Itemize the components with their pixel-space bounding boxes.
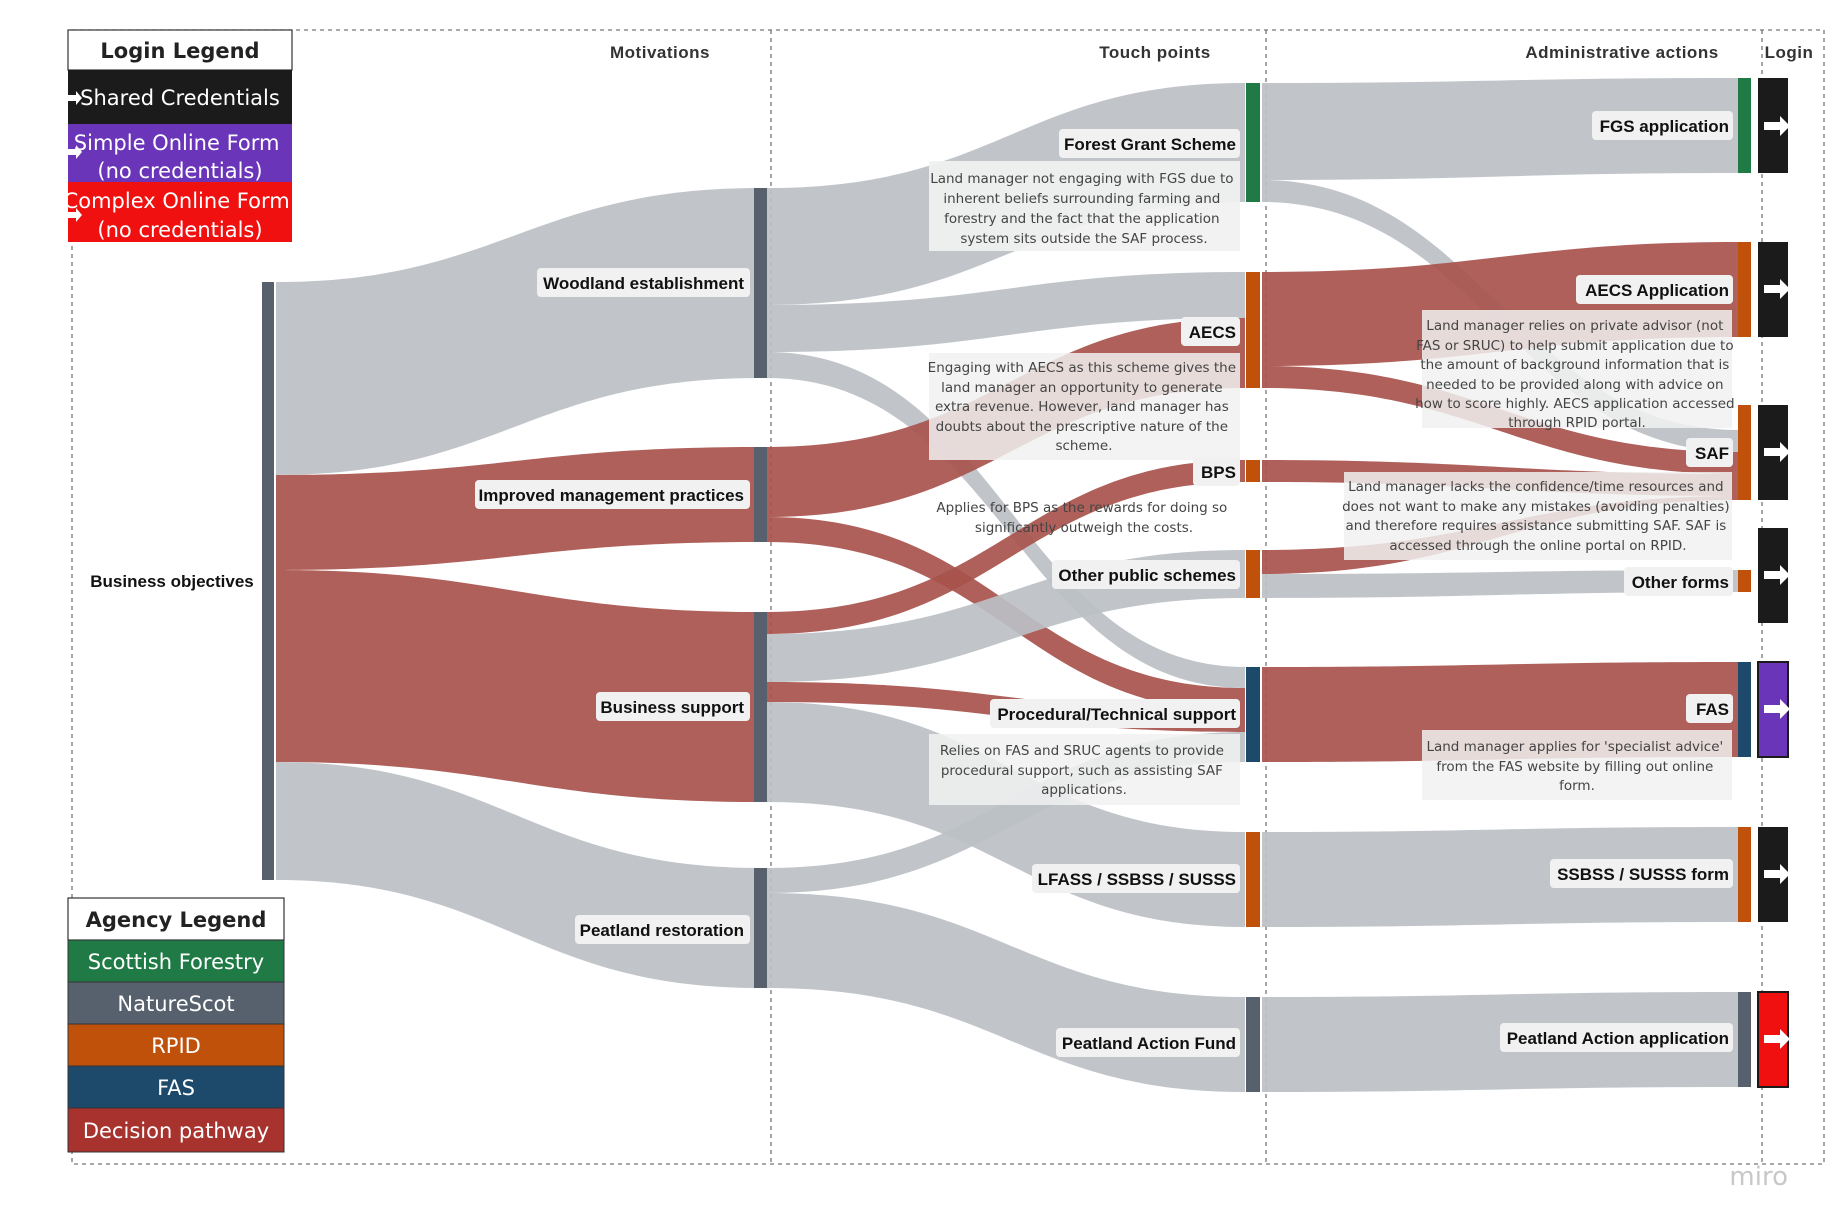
bar-business-objectives xyxy=(262,282,274,880)
label-woodland: Woodland establishment xyxy=(543,274,744,293)
bar-saf xyxy=(1738,405,1751,500)
login-box-other-forms xyxy=(1758,528,1790,623)
arrow-right-icon xyxy=(1764,699,1790,719)
bar-fgs-application xyxy=(1738,78,1751,173)
bar-procedural xyxy=(1246,667,1260,762)
bar-aecs xyxy=(1246,272,1260,388)
label-aecs-application: AECS Application xyxy=(1585,281,1729,300)
bar-lfass xyxy=(1246,832,1260,927)
label-fas: FAS xyxy=(1696,700,1729,719)
bar-bps xyxy=(1246,460,1260,482)
label-other-public: Other public schemes xyxy=(1058,566,1236,585)
header-touch-points: Touch points xyxy=(1099,43,1210,62)
bar-peatland-application xyxy=(1738,992,1751,1087)
login-legend: Login Legend Shared Credentials Simple O… xyxy=(64,29,297,242)
flow-woodland-aecs xyxy=(767,272,1245,352)
header-login: Login xyxy=(1765,43,1814,62)
legend-naturescot: NatureScot xyxy=(117,992,234,1016)
label-peatland-restoration: Peatland restoration xyxy=(580,921,744,940)
notes: Land manager not engaging with FGS due t… xyxy=(928,161,1739,805)
label-fgs: Forest Grant Scheme xyxy=(1064,135,1236,154)
label-improved: Improved management practices xyxy=(479,486,744,505)
label-bps: BPS xyxy=(1201,463,1236,482)
arrow-right-icon xyxy=(1764,1029,1790,1049)
agency-legend-title: Agency Legend xyxy=(86,908,267,932)
flow-fgs-fgs-application xyxy=(1262,78,1738,180)
header-administrative-actions: Administrative actions xyxy=(1525,43,1718,62)
label-aecs: AECS xyxy=(1189,323,1236,342)
bar-ssbss-form xyxy=(1738,827,1751,922)
note-bps: Applies for BPS as the rewards for doing… xyxy=(936,500,1231,536)
node-labels: Business objectives Woodland establishme… xyxy=(90,111,1733,1057)
miro-watermark: miro xyxy=(1729,1162,1788,1192)
label-ssbss-form: SSBSS / SUSSS form xyxy=(1557,865,1729,884)
label-paf: Peatland Action Fund xyxy=(1062,1034,1236,1053)
label-procedural: Procedural/Technical support xyxy=(997,705,1236,724)
label-saf: SAF xyxy=(1695,444,1729,463)
flow-peatland-paf xyxy=(767,893,1245,1092)
legend-decision-pathway: Decision pathway xyxy=(83,1119,269,1143)
header-motivations: Motivations xyxy=(610,43,710,62)
arrow-right-icon xyxy=(1764,279,1790,299)
flow-business-support-bps xyxy=(767,460,1245,634)
bar-improved xyxy=(754,447,767,542)
note-saf: Land manager lacks the confidence/time r… xyxy=(1342,479,1734,554)
arrow-right-icon xyxy=(68,91,82,105)
label-other-forms: Other forms xyxy=(1632,573,1729,592)
login-box-saf xyxy=(1758,405,1790,500)
login-legend-title: Login Legend xyxy=(100,39,259,63)
arrow-right-icon xyxy=(68,208,82,222)
flow-woodland-procedural xyxy=(767,352,1245,688)
login-boxes xyxy=(1757,78,1790,1088)
legend-scottish-forestry: Scottish Forestry xyxy=(88,950,264,974)
bar-business-support xyxy=(754,612,767,802)
flow-lfass-ssbss-form xyxy=(1262,827,1738,927)
bar-aecs-application xyxy=(1738,242,1751,337)
label-lfass: LFASS / SSBSS / SUSSS xyxy=(1038,870,1236,889)
flow-objectives-woodland xyxy=(276,188,760,475)
arrow-right-icon xyxy=(1764,116,1790,136)
login-box-peatland xyxy=(1757,991,1790,1088)
note-fgs: Land manager not engaging with FGS due t… xyxy=(930,171,1238,247)
bar-woodland xyxy=(754,188,767,378)
label-peatland-application: Peatland Action application xyxy=(1507,1029,1729,1048)
arrow-right-icon xyxy=(1764,864,1790,884)
bar-fgs xyxy=(1246,83,1260,202)
arrow-right-icon xyxy=(1764,442,1790,462)
bar-other-forms xyxy=(1738,570,1751,592)
legend-complex-online-form: Complex Online Form (no credentials) xyxy=(64,189,297,242)
agency-legend: Agency Legend Scottish Forestry NatureSc… xyxy=(67,897,285,1153)
label-fgs-application: FGS application xyxy=(1600,117,1729,136)
legend-fas: FAS xyxy=(157,1076,195,1100)
note-aecs: Engaging with AECS as this scheme gives … xyxy=(928,360,1241,454)
login-box-aecs xyxy=(1758,242,1790,337)
legend-rpid: RPID xyxy=(151,1034,201,1058)
login-box-fas xyxy=(1757,661,1790,758)
note-fas: Land manager applies for 'specialist adv… xyxy=(1426,739,1727,794)
login-box-ssbss xyxy=(1758,827,1790,922)
label-business-support: Business support xyxy=(600,698,744,717)
bar-peatland-restoration xyxy=(754,868,767,988)
arrow-right-icon xyxy=(68,145,82,159)
legend-shared-credentials: Shared Credentials xyxy=(80,86,280,110)
bar-other-public xyxy=(1246,550,1260,598)
bar-fas xyxy=(1738,662,1751,757)
arrow-right-icon xyxy=(1764,565,1790,585)
login-box-fgs xyxy=(1758,78,1790,173)
note-procedural: Relies on FAS and SRUC agents to provide… xyxy=(940,743,1228,798)
bar-paf xyxy=(1246,997,1260,1092)
note-aecs-application: Land manager relies on private advisor (… xyxy=(1415,318,1739,431)
node-bars xyxy=(262,78,1751,1092)
label-business-objectives: Business objectives xyxy=(90,572,253,591)
flow-objectives-business-support xyxy=(276,570,760,802)
legend-simple-online-form: Simple Online Form (no credentials) xyxy=(74,131,286,183)
flow-other-public-other-forms xyxy=(1262,570,1738,598)
